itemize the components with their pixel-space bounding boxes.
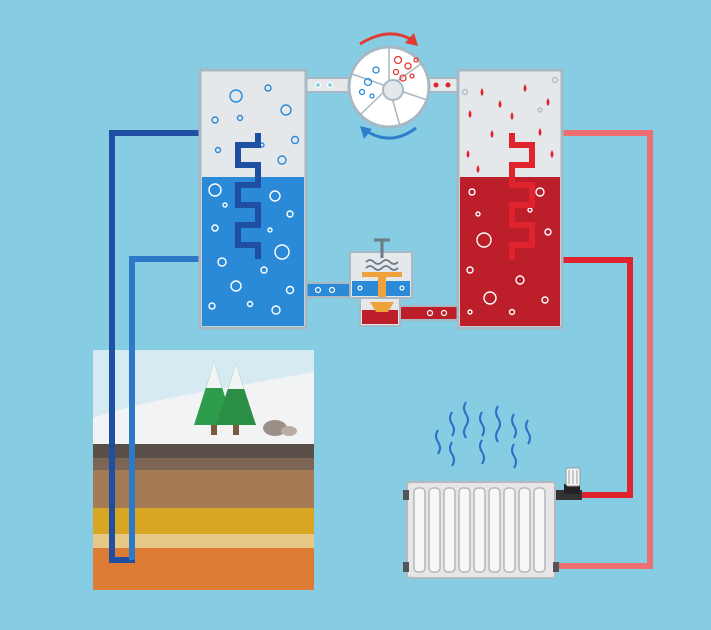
heating-loop-supply	[512, 257, 633, 498]
evaporator-liquid	[202, 177, 304, 326]
rotation-arrow-blue	[367, 126, 417, 140]
condenser-tank	[456, 68, 564, 330]
refrigerant-lines	[304, 77, 461, 321]
soil-layer-dark	[93, 458, 314, 470]
heating-loop	[512, 130, 653, 569]
rock-icon	[263, 420, 297, 436]
ground-scene	[93, 350, 314, 590]
thermostat-valve-icon	[556, 467, 582, 500]
radiator-icon	[403, 481, 559, 579]
evaporator-tank	[198, 68, 308, 330]
soil-layer-sand	[93, 508, 314, 534]
soil-layer-clay	[93, 470, 314, 508]
pine-tree-icon	[216, 364, 256, 435]
condenser-coil	[509, 133, 535, 260]
rotating-compressor-icon	[347, 32, 431, 140]
evaporator-coil	[235, 133, 261, 259]
soil-layer-bedrock	[93, 548, 314, 590]
soil-layer-topsoil	[93, 444, 314, 458]
expansion-valve-icon	[349, 238, 413, 327]
soil-layer-light	[93, 534, 314, 548]
heating-loop-return	[512, 130, 653, 569]
rotation-arrow-red	[359, 32, 413, 46]
heat-waves-icon	[435, 401, 531, 469]
